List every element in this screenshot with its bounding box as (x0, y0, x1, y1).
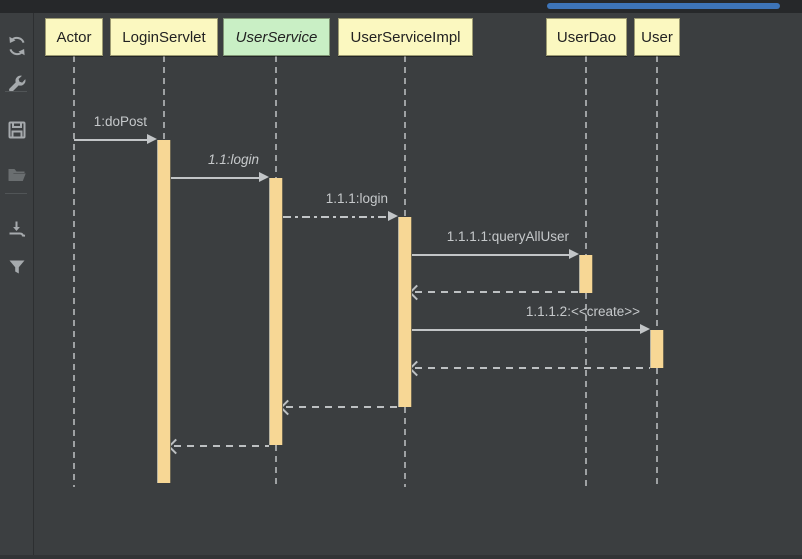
lifeline-userdao (585, 56, 587, 255)
return-message-line (415, 291, 579, 293)
activation-bar-userdao (579, 255, 593, 293)
participant-box-loginservlet[interactable]: LoginServlet (110, 18, 218, 56)
open-file-button[interactable] (4, 162, 29, 187)
message-label[interactable]: 1.1.1.1:queryAllUser (446, 229, 569, 244)
horizontal-scrollbar-thumb[interactable] (547, 3, 780, 9)
participant-label: UserDao (556, 28, 617, 46)
return-message-line (174, 445, 269, 447)
call-message-line (283, 216, 389, 218)
lifeline-user (656, 56, 658, 330)
call-arrowhead-icon (147, 134, 157, 144)
open-folder-icon (6, 164, 28, 186)
call-arrowhead-icon (569, 249, 579, 259)
save-icon (6, 119, 28, 141)
message-label[interactable]: 1:doPost (93, 114, 147, 129)
horizontal-scrollbar-track[interactable] (0, 0, 802, 13)
return-message-line (415, 367, 650, 369)
diagram-toolbar (0, 13, 34, 559)
participant-label: UserService (235, 28, 318, 46)
lifeline-userdao (585, 293, 587, 487)
participant-box-userdao[interactable]: UserDao (546, 18, 627, 56)
participant-label: User (641, 28, 673, 46)
export-button[interactable] (4, 217, 29, 242)
filter-icon (6, 256, 28, 278)
message-label[interactable]: 1.1.1:login (325, 191, 388, 206)
call-message-line (74, 139, 148, 141)
lifeline-userserviceimpl (404, 56, 406, 217)
window-bottom-edge (0, 555, 802, 559)
participant-label: Actor (56, 28, 92, 46)
call-arrowhead-icon (640, 324, 650, 334)
participant-box-user[interactable]: User (634, 18, 680, 56)
activation-bar-userserviceimpl (398, 217, 412, 407)
activation-bar-userservice (269, 178, 283, 445)
lifeline-loginservlet (163, 56, 165, 140)
save-button[interactable] (4, 117, 29, 142)
export-icon (6, 219, 28, 241)
toolbar-separator (5, 91, 27, 92)
refresh-icon (6, 35, 28, 57)
refresh-button[interactable] (4, 33, 29, 58)
message-label[interactable]: 1.1:login (207, 152, 259, 167)
participant-label: LoginServlet (122, 28, 206, 46)
lifeline-userservice (275, 56, 277, 178)
lifeline-actor (73, 56, 75, 487)
call-message-line (412, 254, 570, 256)
settings-button[interactable] (4, 71, 29, 96)
call-message-line (412, 329, 641, 331)
participant-box-userserviceimpl[interactable]: UserServiceImpl (338, 18, 473, 56)
lifeline-user (656, 368, 658, 487)
participant-box-actor[interactable]: Actor (45, 18, 103, 56)
filter-button[interactable] (4, 254, 29, 279)
activation-bar-user (650, 330, 664, 368)
lifeline-userserviceimpl (404, 407, 406, 487)
call-message-line (171, 177, 260, 179)
call-arrowhead-icon (259, 172, 269, 182)
participant-label: UserServiceImpl (350, 28, 461, 46)
participant-box-userservice[interactable]: UserService (223, 18, 330, 56)
lifeline-userservice (275, 445, 277, 484)
message-label[interactable]: 1.1.1.2:<<create>> (525, 304, 640, 319)
activation-bar-loginservlet (157, 140, 171, 483)
return-message-line (286, 406, 398, 408)
wrench-settings-icon (6, 73, 28, 95)
call-arrowhead-icon (388, 211, 398, 221)
toolbar-separator (5, 193, 27, 194)
